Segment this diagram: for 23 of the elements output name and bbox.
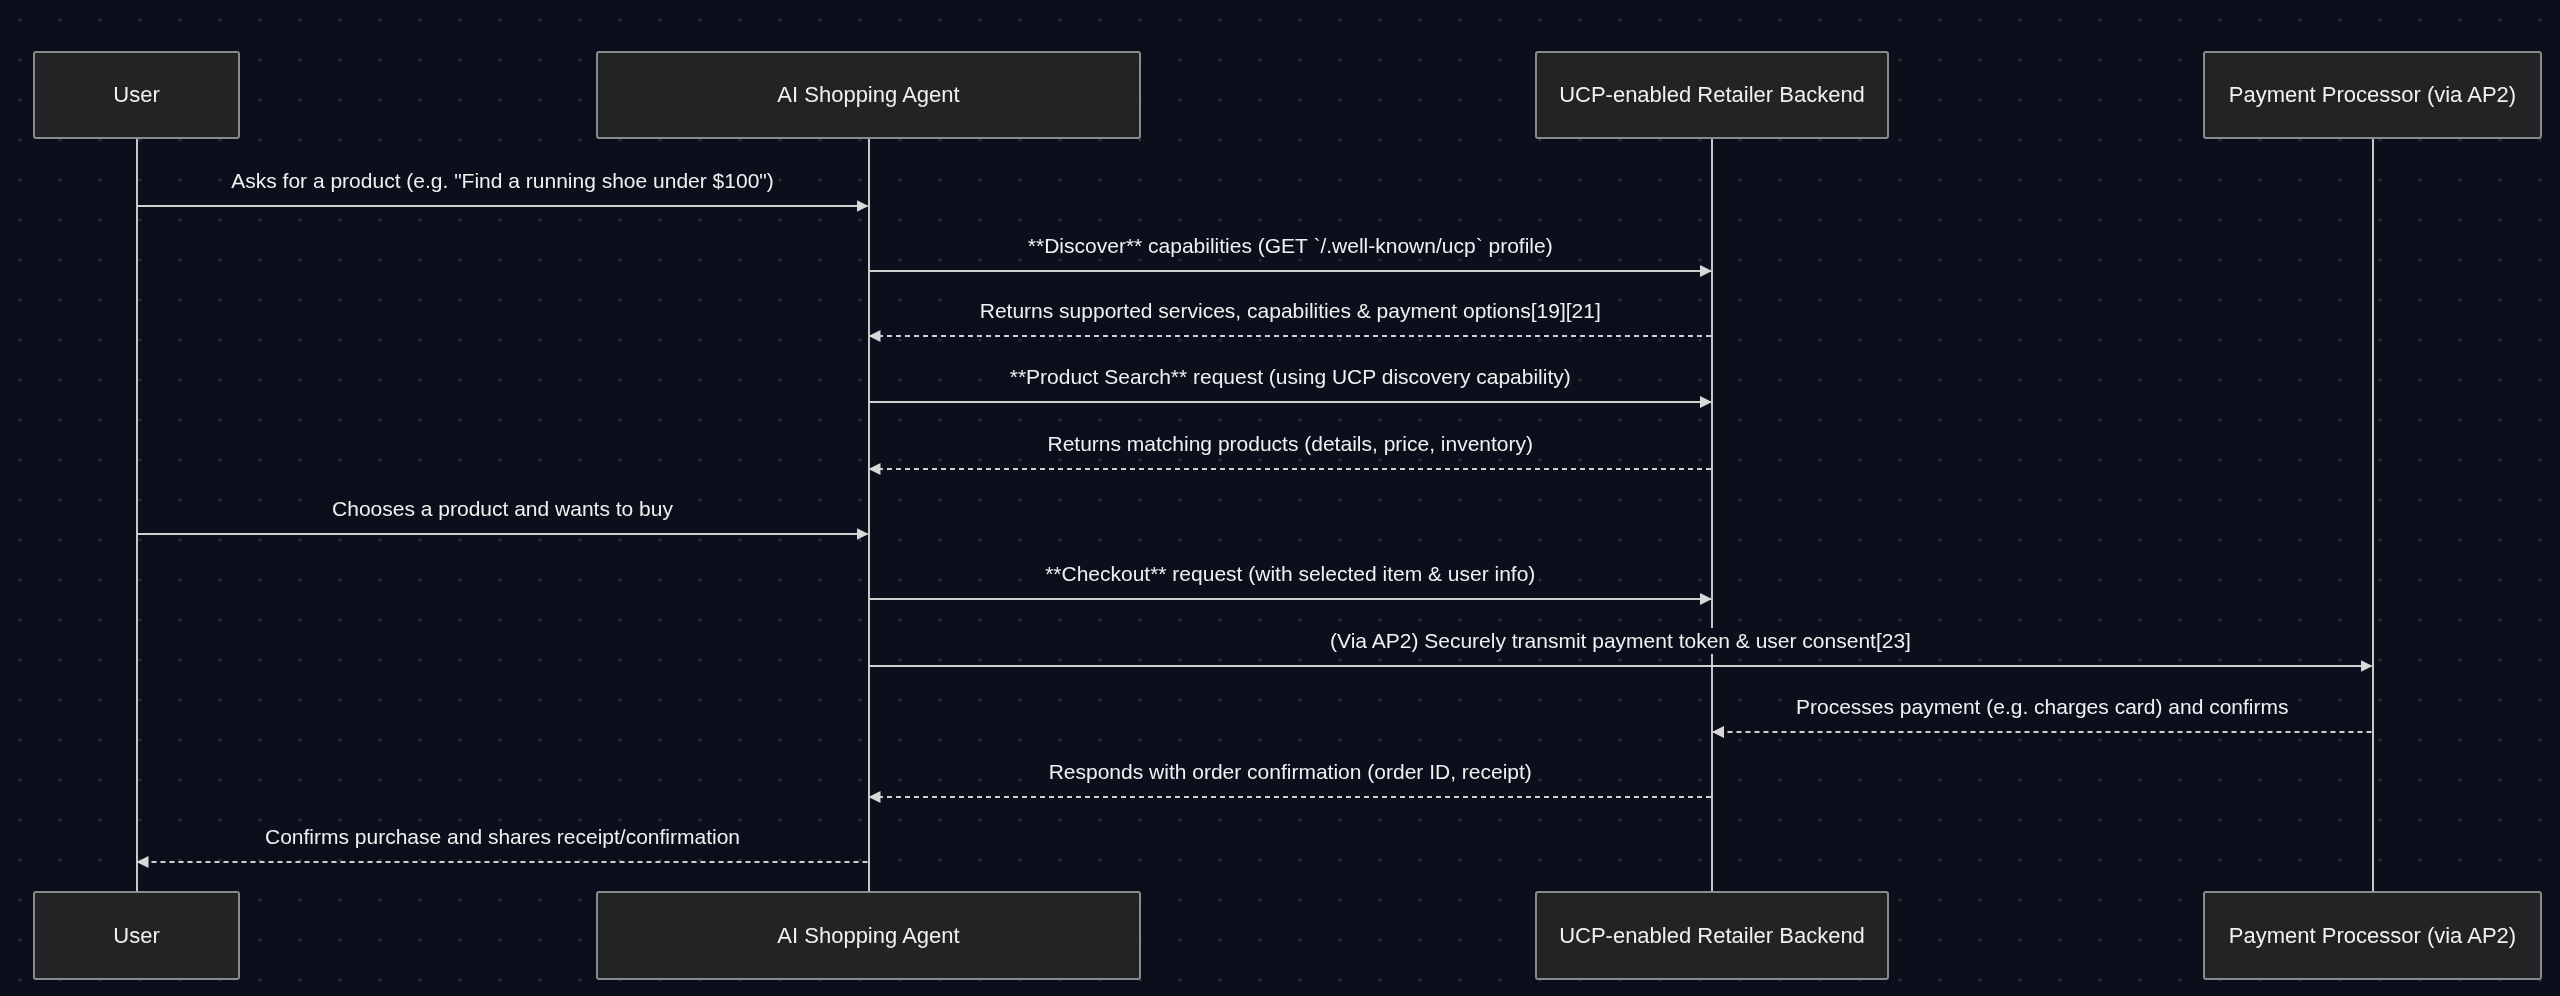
lifeline (2371, 139, 2374, 891)
return-arrow (868, 330, 1712, 342)
return-arrow (1712, 726, 2373, 738)
participant-box: UCP-enabled Retailer Backend (1535, 891, 1889, 980)
return-arrow (136, 856, 869, 868)
message-arrow (136, 200, 869, 212)
lifeline (135, 139, 138, 891)
participant-box: User (33, 891, 240, 980)
return-arrow (868, 463, 1712, 475)
participant-box: AI Shopping Agent (596, 891, 1141, 980)
participant-box: AI Shopping Agent (596, 51, 1141, 139)
message-arrow (136, 528, 869, 540)
message-arrow (868, 660, 2373, 672)
lifeline (867, 139, 870, 891)
message-arrow (868, 396, 1712, 408)
message-arrow (868, 265, 1712, 277)
message-arrow (868, 593, 1712, 605)
participant-box: Payment Processor (via AP2) (2203, 891, 2542, 980)
participant-box: Payment Processor (via AP2) (2203, 51, 2542, 139)
participant-box: User (33, 51, 240, 139)
return-arrow (868, 791, 1712, 803)
participant-box: UCP-enabled Retailer Backend (1535, 51, 1889, 139)
lifeline (1711, 139, 1713, 891)
